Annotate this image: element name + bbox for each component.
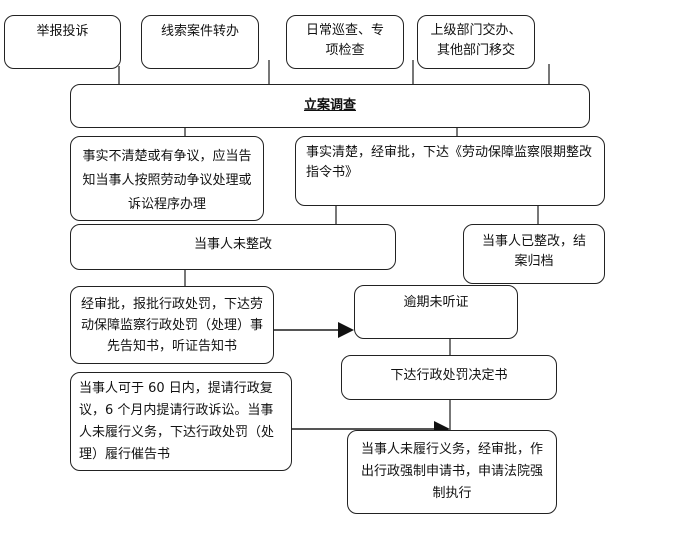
court-enforcement-box: 当事人未履行义务，经审批，作出行政强制申请书，申请法院强制执行 [347, 430, 557, 514]
penalty-decision-text: 下达行政处罚决定书 [390, 368, 508, 383]
source-report-text: 举报投诉 [36, 24, 89, 39]
not-rectified-box: 当事人未整改 [70, 224, 396, 270]
source-inspection-text: 日常巡查、专项检查 [305, 23, 384, 58]
filing-investigation-text: 立案调查 [303, 98, 356, 113]
court-enforcement-text: 当事人未履行义务，经审批，作出行政强制申请书，申请法院强制执行 [360, 442, 543, 501]
source-report-box: 举报投诉 [4, 15, 121, 69]
no-hearing-text: 逾期未听证 [403, 295, 469, 310]
filing-investigation-box: 立案调查 [70, 84, 590, 128]
penalty-decision-box: 下达行政处罚决定书 [341, 355, 557, 400]
source-superior-text: 上级部门交办、其他部门移交 [430, 23, 522, 58]
appeal-reminder-box: 当事人可于 60 日内，提请行政复议，6 个月内提请行政诉讼。当事人未履行义务，… [70, 372, 292, 471]
rectified-archived-box: 当事人已整改，结案归档 [463, 224, 605, 284]
appeal-reminder-text: 当事人可于 60 日内，提请行政复议，6 个月内提请行政诉讼。当事人未履行义务，… [79, 381, 275, 462]
clear-facts-box: 事实清楚，经审批，下达《劳动保障监察限期整改指令书》 [295, 136, 605, 206]
source-inspection-box: 日常巡查、专项检查 [286, 15, 404, 69]
source-transfer-text: 线索案件转办 [160, 24, 239, 39]
not-rectified-text: 当事人未整改 [193, 237, 272, 252]
penalty-notice-text: 经审批，报批行政处罚，下达劳动保障监察行政处罚（处理）事先告知书，听证告知书 [80, 297, 263, 354]
penalty-notice-box: 经审批，报批行政处罚，下达劳动保障监察行政处罚（处理）事先告知书，听证告知书 [70, 286, 274, 364]
rectified-archived-text: 当事人已整改，结案归档 [481, 234, 586, 269]
no-hearing-box: 逾期未听证 [354, 285, 518, 339]
source-transfer-box: 线索案件转办 [141, 15, 259, 69]
unclear-facts-text: 事实不清楚或有争议，应当告知当事人按照劳动争议处理或诉讼程序办理 [82, 149, 252, 212]
source-superior-box: 上级部门交办、其他部门移交 [417, 15, 535, 69]
clear-facts-text: 事实清楚，经审批，下达《劳动保障监察限期整改指令书》 [306, 145, 593, 180]
unclear-facts-box: 事实不清楚或有争议，应当告知当事人按照劳动争议处理或诉讼程序办理 [70, 136, 264, 221]
